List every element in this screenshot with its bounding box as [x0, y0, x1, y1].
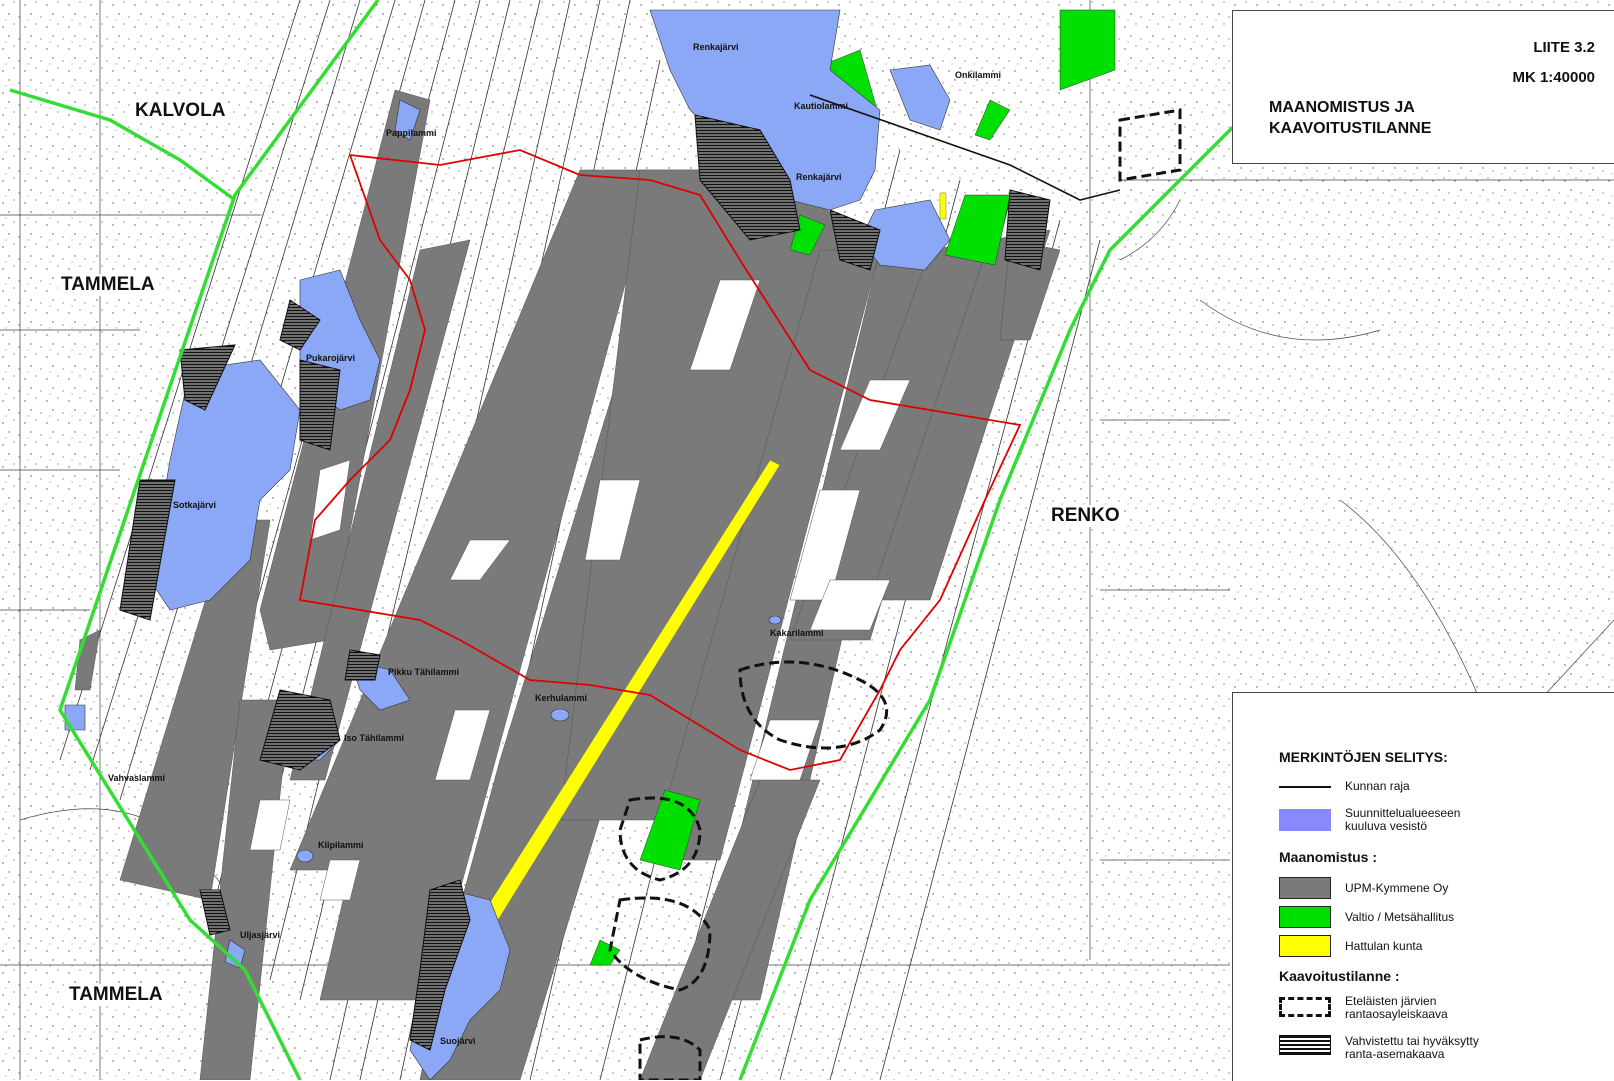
- lake-label: Pukarojärvi: [306, 353, 356, 363]
- hattula-area-small: [939, 192, 947, 220]
- map-scale: MK 1:40000: [1512, 69, 1595, 86]
- lake-label: Kakarilammi: [770, 628, 824, 638]
- white-parcels: [249, 279, 911, 901]
- lake-label: Uljasjärvi: [240, 930, 281, 940]
- legend-swatch-hattula: [1279, 935, 1331, 957]
- label-renko: RENKO: [1048, 505, 1123, 527]
- map-title-line2: KAAVOITUSTILANNE: [1269, 120, 1432, 137]
- lake-label: Renkajärvi: [693, 42, 739, 52]
- lake-label: Sotkajärvi: [173, 500, 217, 510]
- legend-label: Kunnan raja: [1345, 779, 1410, 793]
- legend-planning-heading: Kaavoitustilanne :: [1279, 968, 1400, 984]
- label-tammela-lower: TAMMELA: [66, 984, 166, 1006]
- legend-label: Eteläisten järvien: [1345, 994, 1437, 1008]
- legend-label: rantaosayleiskaava: [1345, 1007, 1448, 1021]
- southern-lakes-plan-dashed: [608, 108, 1182, 1080]
- lake-label: Pikku Tähilammi: [388, 667, 460, 677]
- legend-label: Suunnittelualueeseen: [1345, 806, 1461, 820]
- label-kalvola: KALVOLA: [132, 100, 229, 122]
- legend-swatch-southern-plan: [1279, 997, 1331, 1017]
- planning-area-boundary: [298, 149, 1022, 771]
- lake-label: Pappilammi: [386, 128, 437, 138]
- legend-swatch-municipal-border: [1279, 786, 1331, 788]
- legend-label: ranta-asemakaava: [1345, 1047, 1445, 1061]
- lake-label: Onkilammi: [955, 70, 1002, 80]
- railway-line: [809, 94, 1121, 201]
- legend-heading: MERKINTÖJEN SELITYS:: [1279, 749, 1448, 765]
- annex-number: LIITE 3.2: [1533, 39, 1595, 56]
- legend-swatch-state: [1279, 906, 1331, 928]
- lake-label: Kerhulammi: [535, 693, 588, 703]
- shore-plan-hatched-areas: [119, 114, 1051, 1051]
- legend-label: Vahvistettu tai hyväksytty: [1345, 1034, 1479, 1048]
- title-panel: LIITE 3.2 MK 1:40000 MAANOMISTUS JA KAAV…: [1232, 10, 1614, 164]
- lake-label: Renkajärvi: [796, 172, 842, 182]
- lake-label: Klipilammi: [318, 840, 364, 850]
- legend-label: kuuluva vesistö: [1345, 819, 1428, 833]
- map-title-line1: MAANOMISTUS JA: [1269, 99, 1415, 116]
- legend-swatch-water: [1279, 809, 1331, 831]
- label-tammela-upper: TAMMELA: [58, 274, 158, 296]
- lake-label: Vahvaslammi: [108, 773, 166, 783]
- lake-label: Iso Tähilammi: [344, 733, 405, 743]
- legend-swatch-shore-plan: [1279, 1035, 1331, 1055]
- legend-swatch-upm: [1279, 877, 1331, 899]
- legend-ownership-heading: Maanomistus :: [1279, 849, 1378, 865]
- lake-label: Kautiolammi: [794, 101, 849, 111]
- legend-label: UPM-Kymmene Oy: [1345, 881, 1449, 895]
- lake-label: Suojärvi: [440, 1036, 476, 1046]
- legend-label: Hattulan kunta: [1345, 939, 1423, 953]
- legend-label: Valtio / Metsähallitus: [1345, 910, 1455, 924]
- legend-panel: MERKINTÖJEN SELITYS: Kunnan raja Suunnit…: [1232, 692, 1614, 1081]
